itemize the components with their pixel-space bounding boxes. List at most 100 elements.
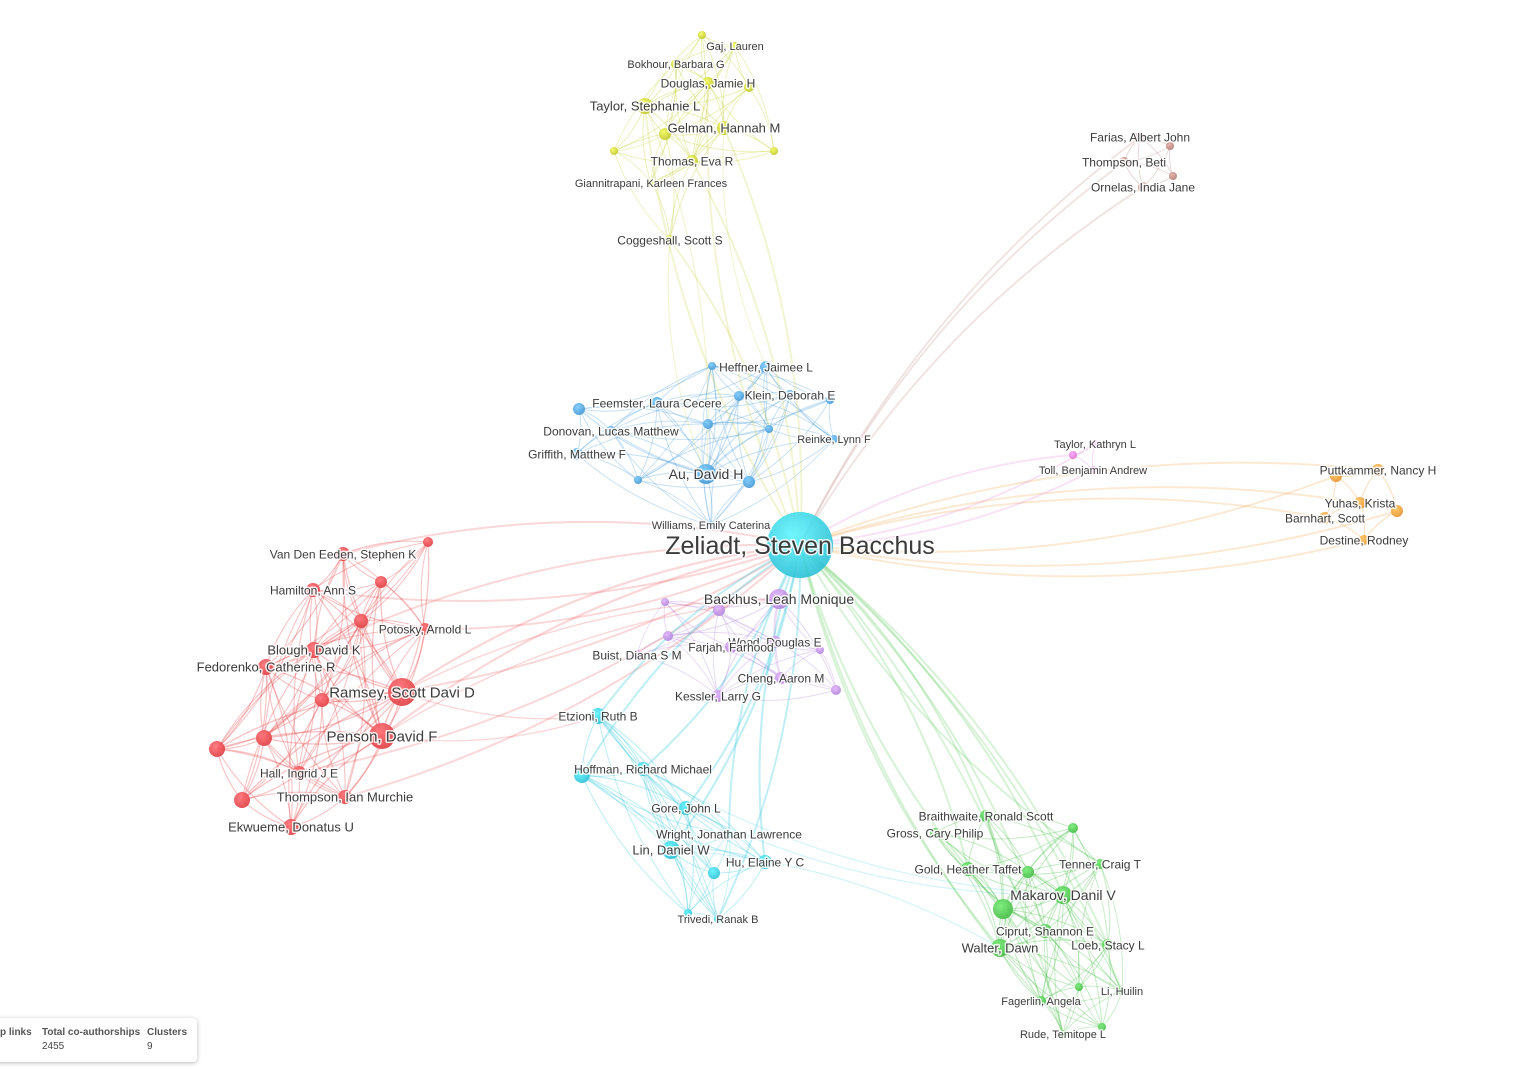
node-reinke-lynn-f[interactable]	[830, 435, 838, 443]
node-blough-david-k[interactable]	[306, 642, 322, 658]
node-gross-cary-philip[interactable]	[930, 828, 940, 838]
node-bl_1[interactable]	[708, 362, 716, 370]
node-y_r1[interactable]	[744, 82, 754, 92]
node-c_2[interactable]	[708, 867, 720, 879]
node-c_3[interactable]	[684, 909, 692, 917]
node-heffner-jaimee-l[interactable]	[760, 361, 772, 373]
node-farjah-farhood[interactable]	[725, 641, 737, 653]
node-rude-temitope-l[interactable]	[1059, 1030, 1067, 1038]
node-r_1[interactable]	[423, 537, 433, 547]
node-douglas-jamie-h[interactable]	[702, 77, 714, 89]
node-puttkammer-nancy-h[interactable]	[1372, 464, 1384, 476]
node-bl_6[interactable]	[765, 425, 773, 433]
node-g_2[interactable]	[1022, 866, 1034, 878]
node-gelman-hannah-m[interactable]	[717, 121, 731, 135]
node-gold-heather-taffet[interactable]	[961, 862, 975, 876]
link-y_r1-taylor_s	[644, 86, 750, 107]
node-etzioni-ruth-b[interactable]	[590, 708, 606, 724]
node-r_4[interactable]	[315, 693, 329, 707]
node-makarov-danil-v[interactable]	[1054, 886, 1072, 904]
node-penson-david-f[interactable]	[369, 723, 395, 749]
node-hamilton-ann-s[interactable]	[306, 583, 320, 597]
node-ciprut-shannon-e[interactable]	[1038, 924, 1052, 938]
node-bl_7[interactable]	[743, 476, 755, 488]
node-fagerlin-angela[interactable]	[1036, 996, 1046, 1006]
node-au-david-h[interactable]	[696, 464, 716, 484]
node-tenner-craig-t[interactable]	[1095, 859, 1105, 869]
node-thomas-eva-r[interactable]	[686, 155, 698, 167]
node-destine-rodney[interactable]	[1359, 535, 1369, 545]
node-coggeshall-scott-s[interactable]	[665, 235, 675, 245]
node-g_3[interactable]	[993, 899, 1013, 919]
node-lin-daniel-w[interactable]	[662, 841, 680, 859]
node-b_r[interactable]	[1166, 142, 1174, 150]
node-bl_8[interactable]	[634, 476, 642, 484]
node-gaj-lauren[interactable]	[731, 42, 739, 50]
node-hu-elaine-y-c[interactable]	[758, 855, 772, 869]
node-klein-deborah-e[interactable]	[785, 390, 795, 400]
node-r_2[interactable]	[375, 576, 387, 588]
node-buist-diana-s-m[interactable]	[632, 650, 642, 660]
node-hoffman-richard-michael[interactable]	[636, 762, 650, 776]
node-li-huilin[interactable]	[1118, 987, 1126, 995]
node-bl_2[interactable]	[734, 391, 744, 401]
node-trivedi-ranak-b[interactable]	[714, 915, 722, 923]
node-r_7[interactable]	[234, 792, 250, 808]
node-g_1[interactable]	[1068, 823, 1078, 833]
node-g_5[interactable]	[1098, 1023, 1106, 1031]
node-bl_3[interactable]	[826, 396, 834, 404]
node-toll-benjamin-andrew[interactable]	[1089, 466, 1097, 474]
node-ekwueme-donatus-u[interactable]	[283, 819, 299, 835]
node-thompson-ian-murchie[interactable]	[338, 790, 352, 804]
node-fedorenko-catherine-r[interactable]	[258, 659, 274, 675]
node-zeliadt-steven-bacchus[interactable]	[767, 512, 833, 578]
node-griffith-matthew-f[interactable]	[571, 448, 583, 460]
node-van-den-eeden-stephen-k[interactable]	[336, 547, 350, 561]
node-pu_3[interactable]	[663, 631, 673, 641]
node-loeb-stacy-l[interactable]	[1102, 939, 1114, 951]
node-r_6[interactable]	[209, 741, 225, 757]
node-bokhour-barbara-g[interactable]	[671, 59, 681, 69]
node-thompson-beti[interactable]	[1119, 157, 1129, 167]
node-pu_5[interactable]	[831, 685, 841, 695]
node-pu_1[interactable]	[661, 598, 669, 606]
node-bl_4[interactable]	[573, 403, 585, 415]
node-g_4[interactable]	[1075, 983, 1083, 991]
node-b_r2[interactable]	[1169, 172, 1177, 180]
node-pu_2[interactable]	[713, 604, 725, 616]
node-yuhas-krista[interactable]	[1354, 497, 1366, 509]
node-walter-dawn[interactable]	[991, 939, 1009, 957]
node-wright-jonathan-lawrence[interactable]	[725, 830, 733, 838]
node-bl_5[interactable]	[703, 419, 713, 429]
node-giannitrapani-karleen-frances[interactable]	[647, 179, 655, 187]
node-c_1[interactable]	[574, 767, 590, 783]
node-taylor-stephanie-l[interactable]	[637, 98, 653, 114]
node-cheng-aaron-m[interactable]	[775, 672, 787, 684]
node-y_l2[interactable]	[610, 147, 618, 155]
node-y_l1[interactable]	[659, 128, 671, 140]
node-p_1[interactable]	[1069, 451, 1077, 459]
node-braithwaite-ronald-scott[interactable]	[980, 810, 992, 822]
node-o_1[interactable]	[1330, 470, 1342, 482]
node-gore-john-l[interactable]	[679, 801, 693, 815]
node-wood-douglas-e[interactable]	[769, 636, 781, 648]
node-r_3[interactable]	[354, 614, 368, 628]
node-feemster-laura-cecere[interactable]	[651, 397, 663, 409]
node-r_5[interactable]	[256, 730, 272, 746]
node-farias-albert-john[interactable]	[1135, 132, 1145, 142]
node-kessler-larry-g[interactable]	[712, 690, 724, 702]
node-ornelas-india-jane[interactable]	[1138, 182, 1148, 192]
node-y_top[interactable]	[698, 31, 706, 39]
node-donovan-lucas-matthew[interactable]	[606, 426, 616, 436]
node-ramsey-scott-davi-d[interactable]	[388, 678, 416, 706]
node-taylor-kathryn-l[interactable]	[1091, 440, 1099, 448]
node-williams-emily-caterina[interactable]	[707, 521, 715, 529]
node-y_r2[interactable]	[770, 147, 778, 155]
node-pu_4[interactable]	[816, 646, 824, 654]
node-potosky-arnold-l[interactable]	[419, 623, 431, 635]
node-backhus-leah-monique[interactable]	[769, 589, 789, 609]
node-o_2[interactable]	[1391, 505, 1403, 517]
node-hall-ingrid-j-e[interactable]	[292, 766, 306, 780]
node-barnhart-scott[interactable]	[1319, 512, 1331, 524]
